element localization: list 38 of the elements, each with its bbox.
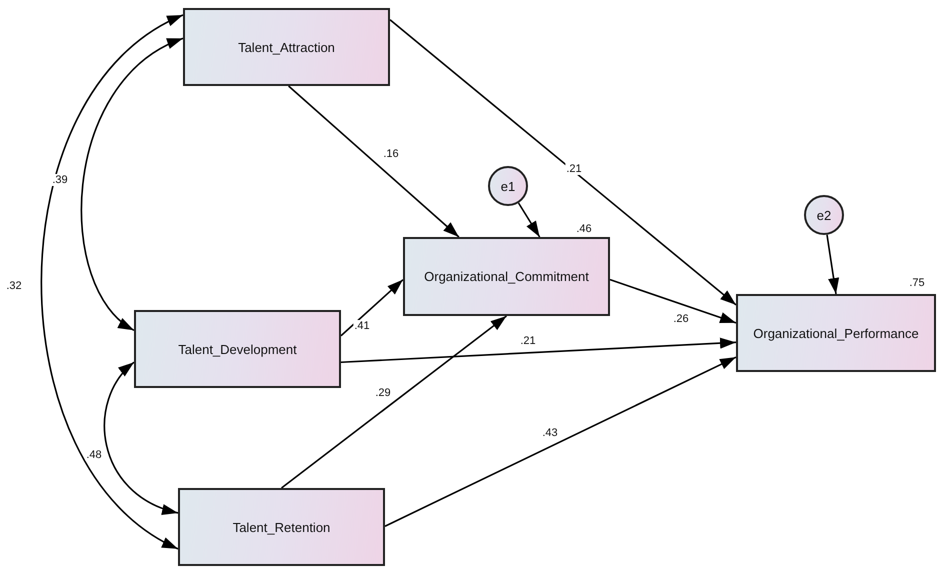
error-term-circle [804, 195, 844, 235]
arrow [80, 38, 184, 331]
variable-name: e1 [500, 178, 516, 194]
arrow [40, 14, 184, 550]
variable-box [134, 310, 341, 388]
r-squared-value: .75 [908, 277, 926, 289]
r-squared-value: .46 [575, 223, 593, 235]
arrow [610, 278, 736, 324]
error-term-circle [488, 166, 528, 206]
variable-name: Talent_Retention [232, 520, 330, 534]
arrow [340, 279, 404, 336]
variable-box [178, 488, 385, 566]
edge-label: .32 [5, 280, 23, 292]
arrow [288, 85, 460, 238]
variable-name: Organizational_Commitment [424, 269, 589, 284]
arrow [518, 202, 540, 238]
variable-name: Organizational_Performance [753, 326, 919, 340]
variable-box [403, 237, 610, 316]
edge-label: .21 [565, 163, 583, 175]
edge-label: .41 [353, 320, 371, 332]
edge-label: .39 [51, 174, 69, 186]
arrow [281, 315, 507, 489]
variable-name: e2 [816, 208, 832, 222]
edge-label: .29 [374, 387, 392, 399]
variable-box [736, 294, 936, 372]
variable-name: Talent_Attraction [238, 40, 335, 54]
arrow [826, 234, 840, 294]
arrow [384, 356, 736, 527]
variable-box [183, 8, 390, 86]
edge-label: .26 [672, 313, 690, 325]
arrow [390, 19, 736, 306]
variable-name: Talent_Development [178, 342, 297, 356]
edge-label: .21 [519, 335, 537, 347]
edge-label: .16 [382, 148, 400, 160]
edge-label: .48 [85, 449, 103, 461]
arrow [340, 338, 736, 364]
edge-label: .43 [541, 427, 559, 439]
arrow [104, 362, 178, 514]
